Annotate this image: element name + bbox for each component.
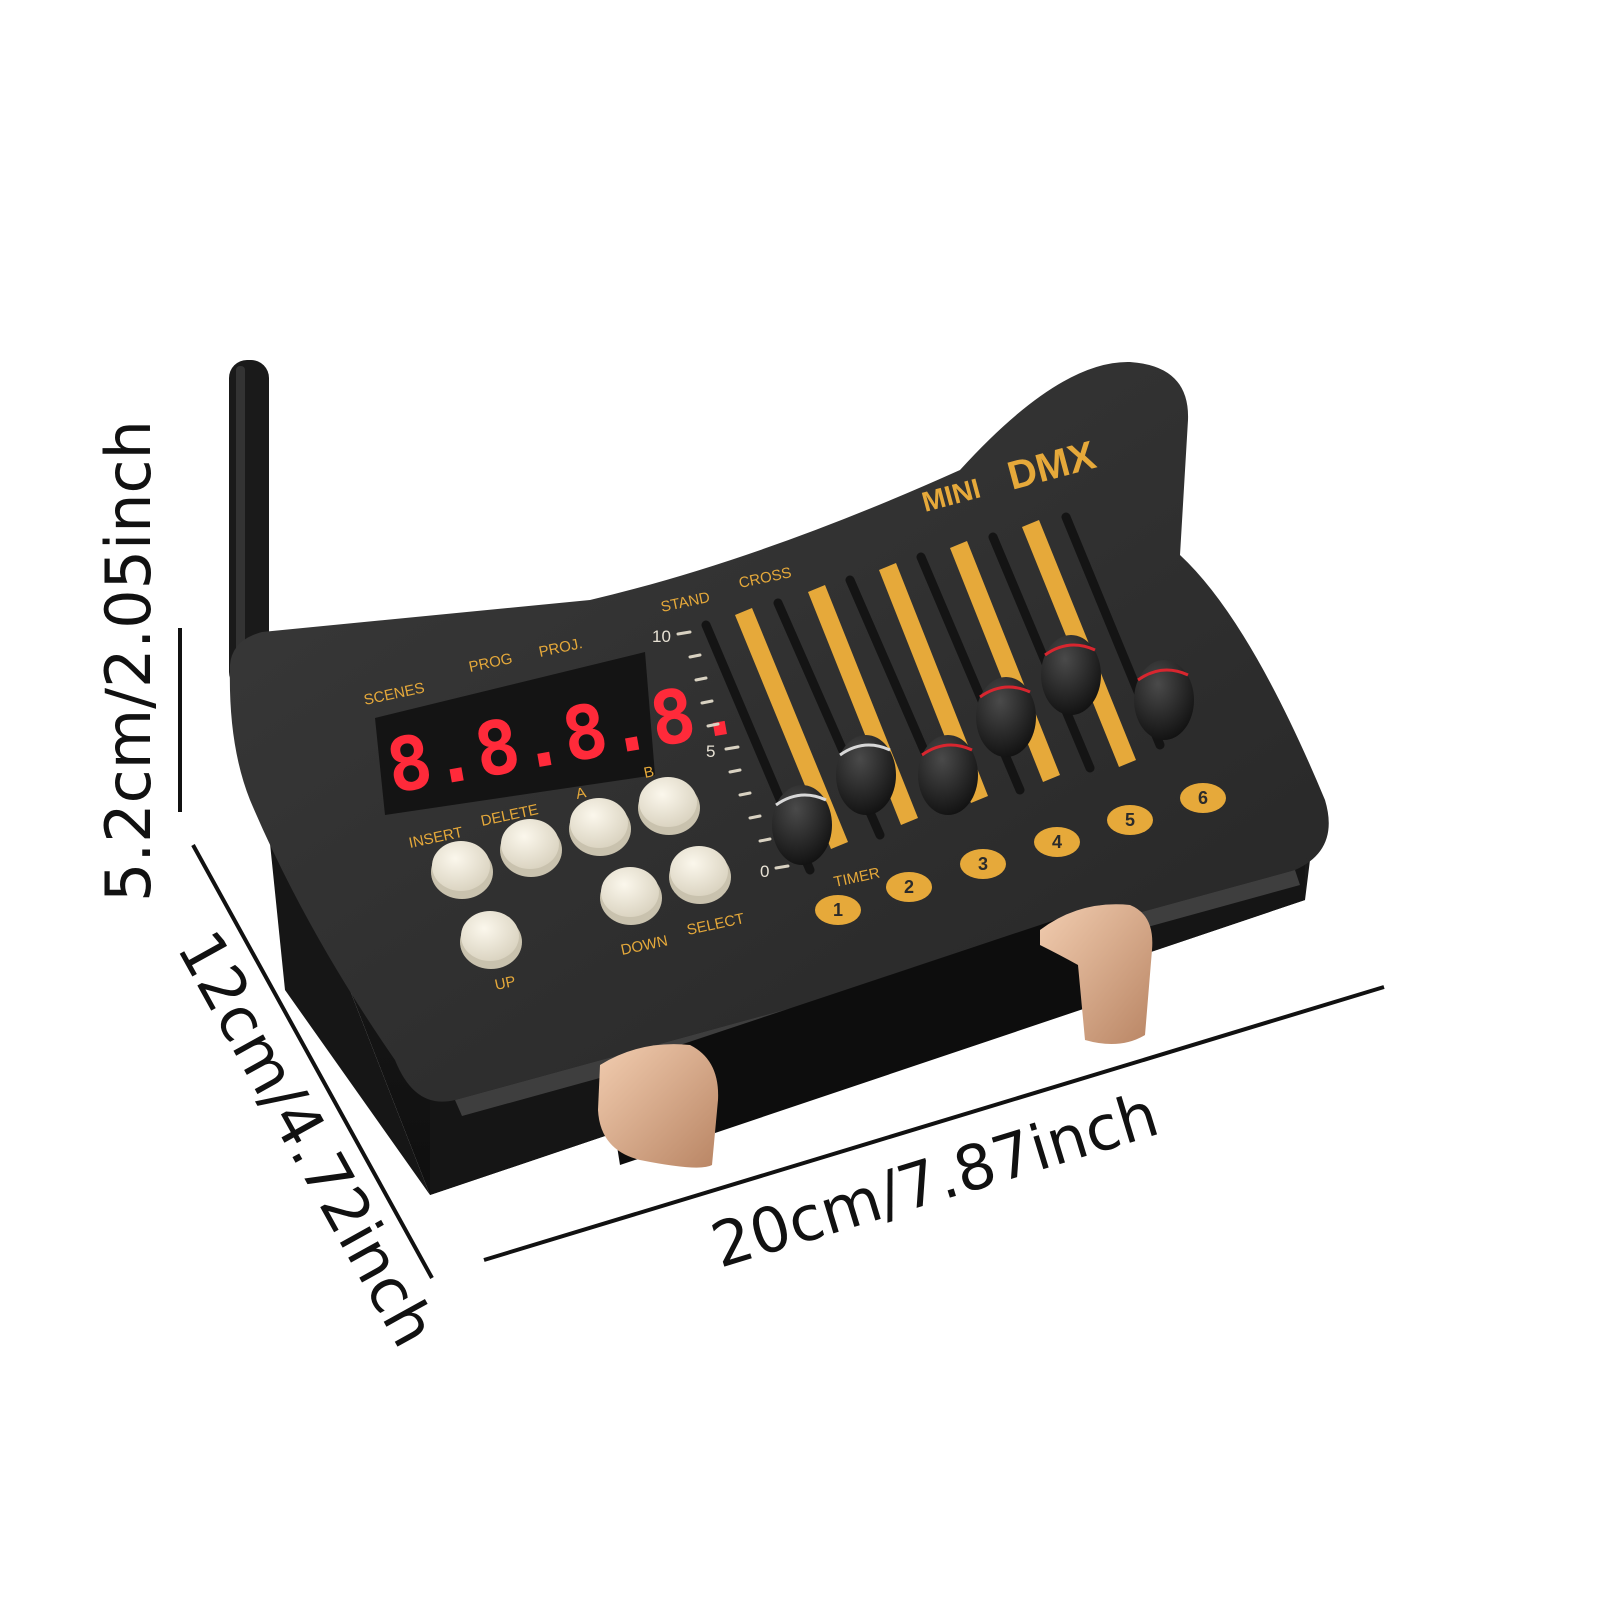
- delete-button[interactable]: [500, 819, 562, 877]
- fader-knob-2[interactable]: [836, 735, 896, 815]
- fader-knob-5[interactable]: [1041, 635, 1101, 715]
- fader-knob-1[interactable]: [772, 785, 832, 865]
- channel-badge-6: 6: [1180, 783, 1226, 813]
- b-button[interactable]: [638, 777, 700, 835]
- scale-bottom: 0: [760, 862, 769, 881]
- antenna: [229, 360, 269, 690]
- channel-badge-3: 3: [960, 849, 1006, 879]
- down-button[interactable]: [600, 867, 662, 925]
- a-button[interactable]: [569, 798, 631, 856]
- channel-badge-5: 5: [1107, 805, 1153, 835]
- svg-text:1: 1: [833, 900, 843, 920]
- channel-badge-2: 2: [886, 872, 932, 902]
- dimension-lines: [178, 628, 1385, 1279]
- brand-logo: MINI DMX: [919, 433, 1101, 518]
- fader-knob-4[interactable]: [976, 677, 1036, 757]
- svg-text:6: 6: [1198, 788, 1208, 808]
- svg-text:5: 5: [1125, 810, 1135, 830]
- depth-line: [191, 844, 434, 1279]
- label-a: A: [574, 784, 587, 803]
- label-b: B: [642, 763, 655, 782]
- channel-badge-1: 1: [815, 895, 861, 925]
- width-line: [483, 985, 1385, 1262]
- channel-badge-4: 4: [1034, 827, 1080, 857]
- insert-button[interactable]: [431, 841, 493, 899]
- svg-text:2: 2: [904, 877, 914, 897]
- select-button[interactable]: [669, 846, 731, 904]
- fader-knob-3[interactable]: [918, 735, 978, 815]
- height-label: 5.2cm/2.05inch: [92, 420, 165, 902]
- scale-mid: 5: [706, 742, 715, 761]
- scale-top: 10: [652, 627, 671, 646]
- control-buttons: [431, 777, 731, 969]
- fader-knobs: [772, 635, 1194, 865]
- svg-text:4: 4: [1052, 832, 1062, 852]
- up-button[interactable]: [460, 911, 522, 969]
- fader-knob-6[interactable]: [1134, 660, 1194, 740]
- carry-handle: [598, 904, 1153, 1168]
- channel-badges: 1 2 3 4 5 6: [815, 783, 1226, 925]
- svg-text:3: 3: [978, 854, 988, 874]
- label-up: UP: [493, 973, 517, 994]
